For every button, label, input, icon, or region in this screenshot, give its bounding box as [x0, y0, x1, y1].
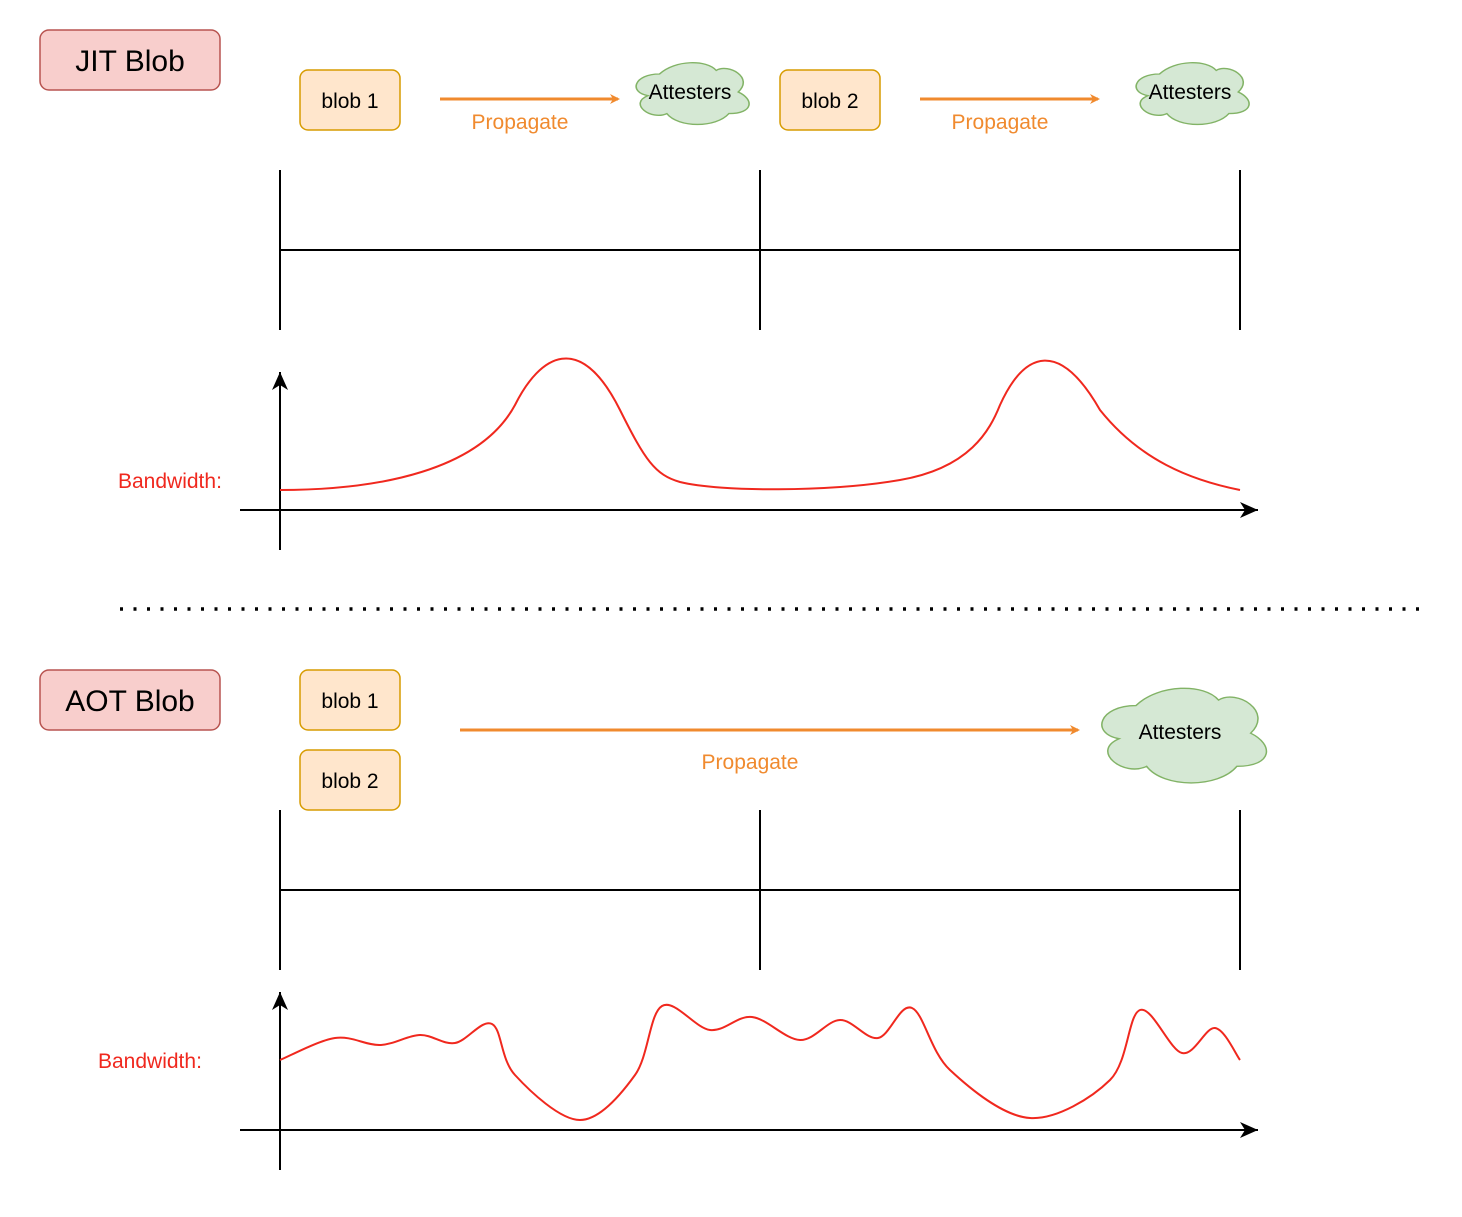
jit-title-box: JIT Blob: [39, 29, 221, 91]
jit-propagate-label-1: Propagate: [472, 111, 569, 134]
aot-title: AOT Blob: [65, 685, 195, 718]
jit-attesters-cloud-2: Attesters: [1135, 61, 1250, 126]
jit-attesters-cloud-1: Attesters: [635, 61, 750, 126]
aot-section: AOT Blob blob 1 blob 2 Propagate Atteste…: [39, 669, 1268, 1170]
jit-attesters-label-1: Attesters: [649, 81, 732, 104]
jit-title: JIT Blob: [75, 45, 185, 78]
aot-title-box: AOT Blob: [39, 669, 221, 731]
jit-section: JIT Blob blob 1 Propagate Attesters blob…: [39, 29, 1258, 550]
jit-bandwidth-label: Bandwidth:: [118, 470, 222, 493]
jit-blob-2: blob 2: [779, 69, 881, 131]
jit-blob-2-label: blob 2: [801, 90, 858, 113]
aot-bandwidth-curve: [279, 1003, 1241, 1122]
aot-timeline: [279, 810, 1241, 970]
aot-attesters-cloud: Attesters: [1101, 687, 1268, 784]
jit-propagate-label-2: Propagate: [952, 111, 1049, 134]
jit-timeline: [279, 170, 1241, 330]
aot-bandwidth-label: Bandwidth:: [98, 1050, 202, 1073]
aot-blob-2-label: blob 2: [321, 770, 378, 793]
jit-attesters-label-2: Attesters: [1149, 81, 1232, 104]
aot-blob-1-label: blob 1: [321, 690, 378, 713]
jit-bandwidth-curve: [279, 357, 1241, 491]
aot-blob-1: blob 1: [299, 669, 401, 731]
jit-blob-1: blob 1: [299, 69, 401, 131]
aot-attesters-label: Attesters: [1139, 721, 1222, 744]
jit-blob-1-label: blob 1: [321, 90, 378, 113]
aot-propagate-label: Propagate: [702, 751, 799, 774]
aot-blob-2: blob 2: [299, 749, 401, 811]
